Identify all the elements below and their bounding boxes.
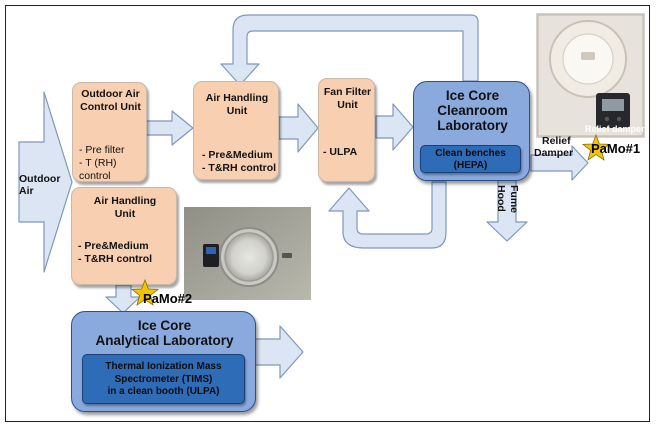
- oacu-title: Outdoor Air Control Unit: [80, 88, 141, 113]
- photo-sampling-device: [184, 207, 311, 300]
- ice-core-cleanroom-laboratory: Ice Core Cleanroom Laboratory Clean benc…: [413, 81, 530, 181]
- arrow-ahu-to-analytical-lab: [105, 284, 141, 314]
- ahu-top-items: - Pre&Medium - T&RH control: [202, 149, 277, 174]
- outdoor-air-control-unit: Outdoor Air Control Unit - Pre filter - …: [72, 82, 147, 182]
- fume-hood-exhaust-arrow: [486, 179, 528, 242]
- ice-core-analytical-laboratory: Ice Core Analytical Laboratory Thermal I…: [71, 311, 256, 412]
- tims-clean-booth-box: Thermal Ionization Mass Spectrometer (TI…: [82, 354, 245, 404]
- ffu-items: - ULPA: [323, 146, 358, 158]
- analytical-lab-title: Ice Core Analytical Laboratory: [95, 318, 234, 348]
- clean-benches-box: Clean benches (HEPA): [420, 145, 521, 173]
- sampling-device-image: [184, 207, 311, 300]
- outdoor-air-inlet-arrow: [18, 91, 73, 273]
- photo-relief-damper: Relief damper: [536, 13, 645, 138]
- relief-damper-photo-caption: Relief damper: [585, 124, 645, 134]
- air-handling-unit-bottom: Air Handling Unit - Pre&Medium - T&RH co…: [71, 187, 177, 285]
- fume-hood-label-2: Hood: [495, 185, 507, 212]
- arrow-ffu-to-cleanroom: [375, 103, 414, 151]
- pamo2-label: PaMo#2: [143, 291, 193, 306]
- cleanroom-title: Ice Core Cleanroom Laboratory: [437, 88, 508, 133]
- ahu-bottom-items: - Pre&Medium - T&RH control: [78, 240, 153, 265]
- arrow-ahu-to-ffu: [278, 103, 319, 153]
- oacu-items: - Pre filter - T (RH) control: [79, 144, 125, 182]
- outdoor-air-label: Outdoor Air: [19, 173, 61, 197]
- relief-damper-image: [536, 13, 645, 138]
- ffu-title: Fan Filter Unit: [323, 86, 372, 111]
- pamo2-star-icon: [131, 279, 159, 306]
- relief-damper-arrow: [530, 145, 589, 181]
- ahu-bottom-title: Air Handling Unit: [93, 195, 157, 220]
- fan-filter-unit: Fan Filter Unit - ULPA: [318, 78, 375, 182]
- pamo1-label: PaMo#1: [591, 141, 641, 156]
- recirculation-arrow-top: [220, 14, 479, 86]
- relief-damper-label: Relief Damper: [534, 135, 574, 159]
- arrow-oacu-to-ahu: [145, 110, 194, 146]
- air-handling-unit-top: Air Handling Unit - Pre&Medium - T&RH co…: [193, 81, 279, 180]
- fume-hood-label: Fume: [508, 185, 520, 214]
- analytical-lab-exhaust-arrow: [254, 325, 304, 379]
- pamo1-star-icon: [582, 134, 610, 161]
- recirculation-arrow-bottom: [328, 181, 447, 249]
- ahu-top-title: Air Handling Unit: [205, 92, 269, 117]
